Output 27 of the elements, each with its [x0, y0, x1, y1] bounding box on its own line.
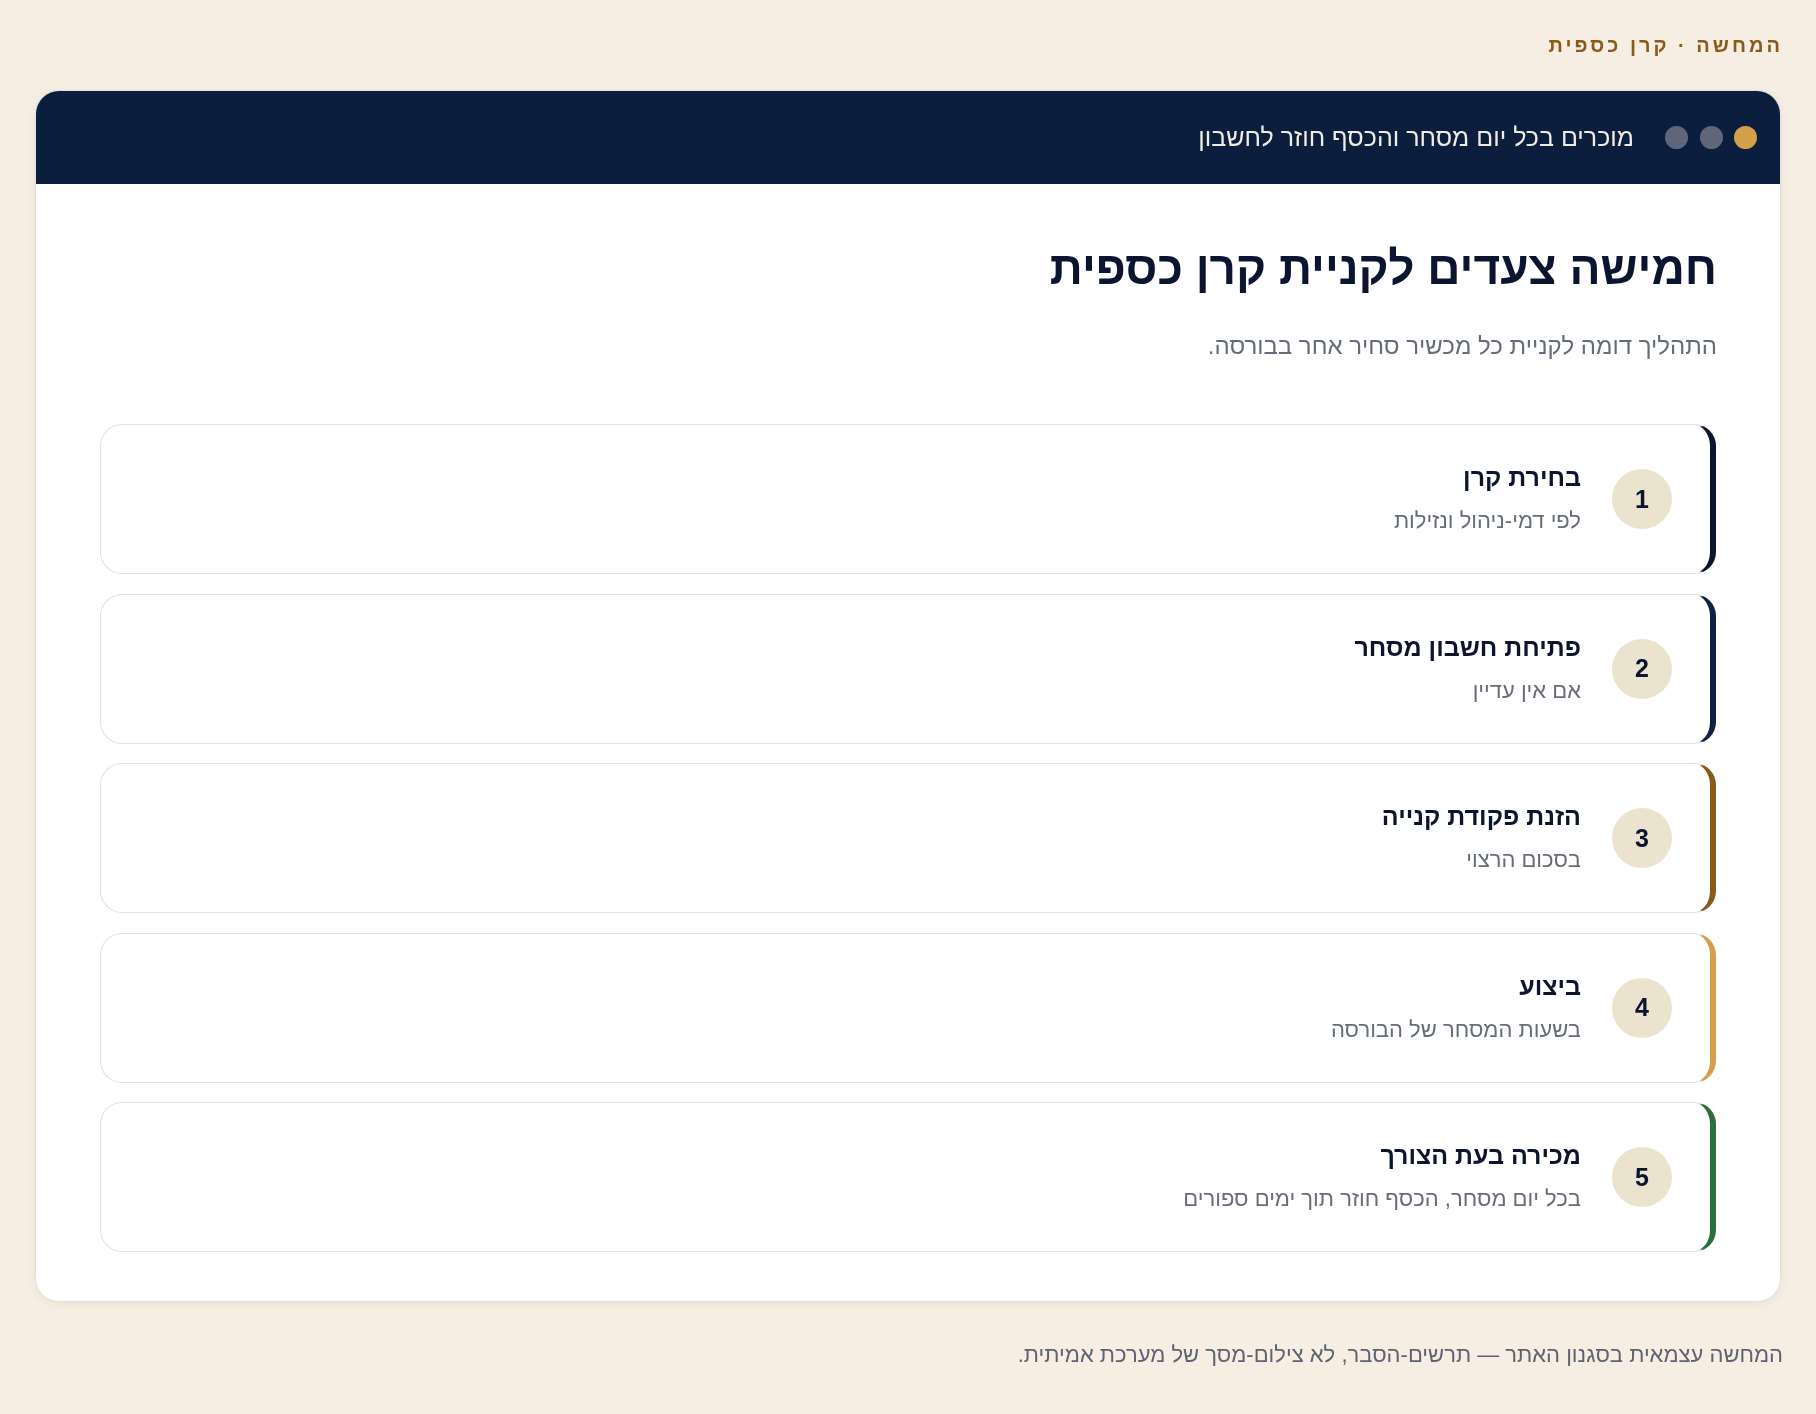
- heading: חמישה צעדים לקניית קרן כספית: [1049, 241, 1717, 295]
- step-card: [100, 932, 1716, 1083]
- step-title: הזנת פקודת קנייה: [1381, 802, 1581, 831]
- step-description: לפי דמי-ניהול ונזילות: [1393, 508, 1581, 534]
- step-description: בסכום הרצוי: [1466, 847, 1581, 873]
- eyebrow-label: המחשה · קרן כספית: [1548, 34, 1783, 57]
- header-bar: [36, 91, 1780, 184]
- step-number: 5: [1612, 1147, 1672, 1207]
- step-description: בשעות המסחר של הבורסה: [1330, 1016, 1581, 1043]
- step-title: ביצוע: [1519, 971, 1581, 1001]
- content-panel: [35, 90, 1781, 1302]
- step-card: [100, 424, 1716, 574]
- step-number: 1: [1612, 469, 1672, 529]
- step-title: בחירת קרן: [1463, 463, 1581, 492]
- step-number: 2: [1612, 638, 1672, 699]
- step-title: פתיחת חשבון מסחר: [1354, 632, 1581, 662]
- subtitle: התהליך דומה לקניית כל מכשיר סחיר אחר בבורסה.: [1207, 332, 1717, 360]
- header-text: מוכרים בכל יום מסחר והכסף חוזר לחשבון: [1198, 123, 1634, 152]
- footnote-caption: המחשה עצמאית בסגנון האתר — תרשים-הסבר, לא צילום-מסך של מערכת אמיתית.: [1017, 1342, 1783, 1368]
- step-title: מכירה בעת הצורך: [1380, 1141, 1581, 1170]
- step-card: [100, 593, 1716, 744]
- step-card: [100, 1102, 1716, 1252]
- step-number: 3: [1612, 808, 1672, 868]
- step-description: אם אין עדיין: [1472, 677, 1581, 704]
- step-number: 4: [1612, 977, 1672, 1038]
- step-description: בכל יום מסחר, הכסף חוזר תוך ימים ספורים: [1183, 1186, 1581, 1212]
- step-card: [100, 763, 1716, 913]
